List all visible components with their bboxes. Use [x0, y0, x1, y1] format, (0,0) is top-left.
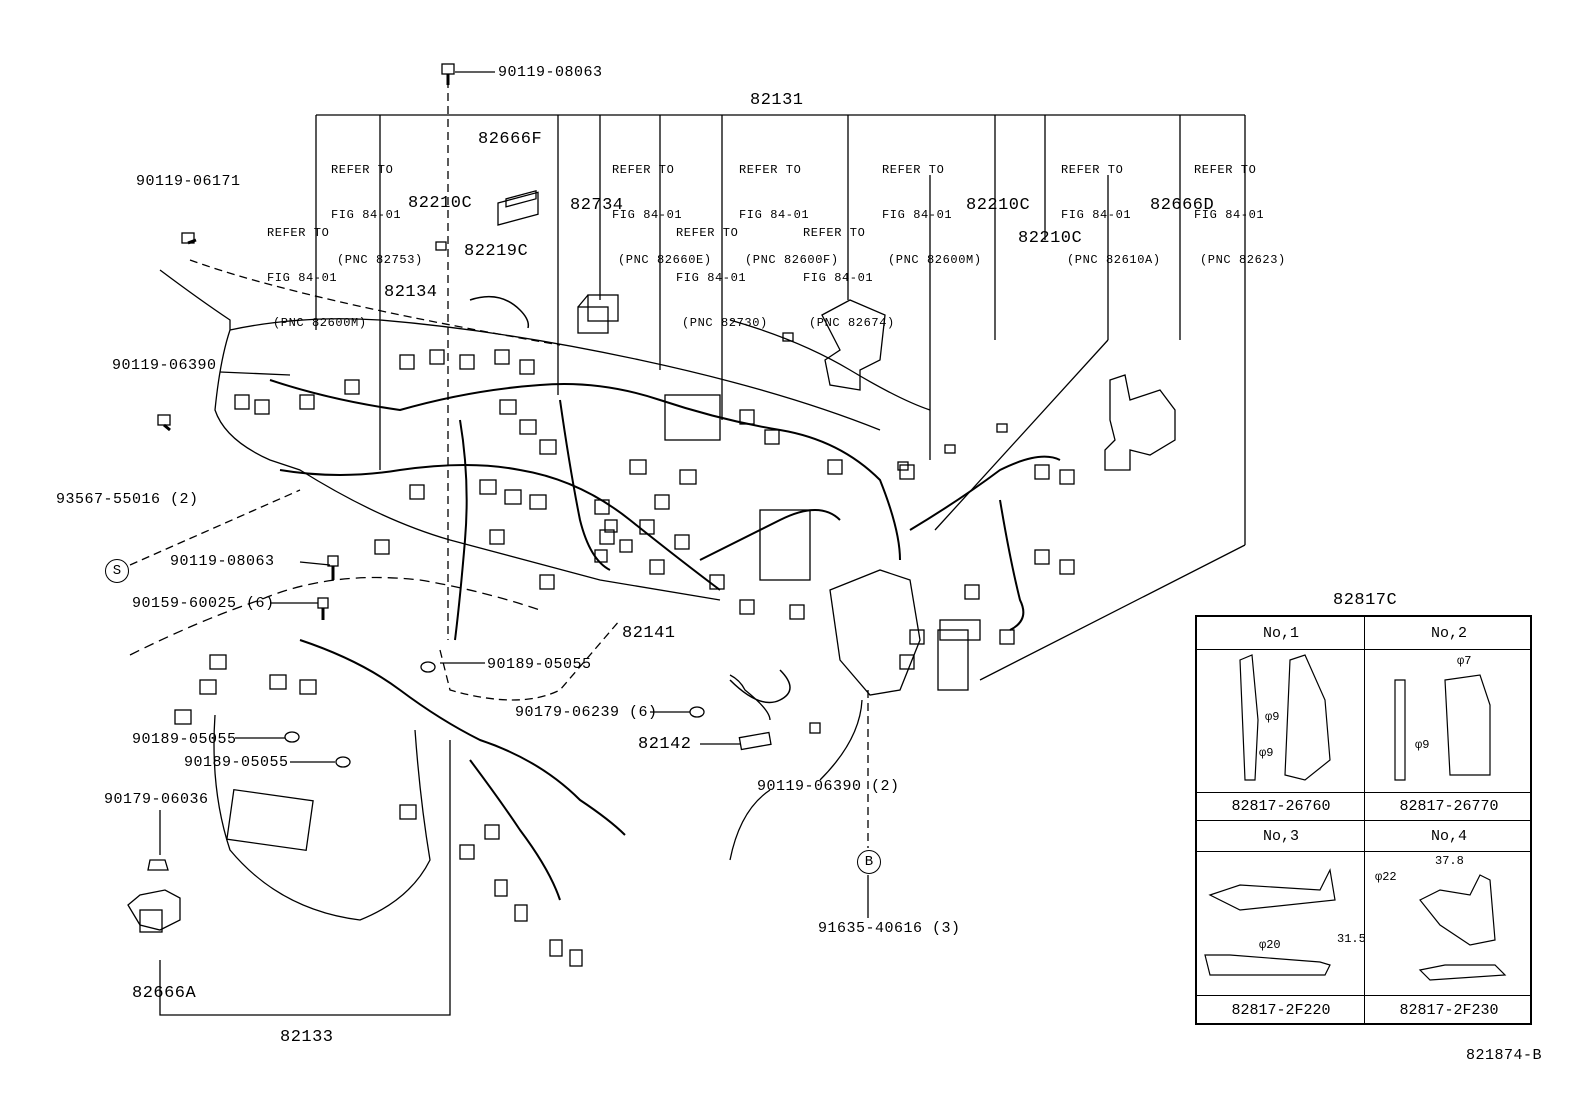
marker-s: S: [105, 559, 129, 583]
refer-line-1: REFER TO: [739, 163, 802, 177]
refer-line-1: REFER TO: [882, 163, 945, 177]
label-90189-05055-b: 90189-05055: [132, 731, 237, 748]
inset-dim: φ20: [1259, 938, 1281, 952]
inset-divider: [1197, 995, 1530, 996]
refer-line-3: (PNC 82753): [337, 253, 423, 267]
label-90119-06171: 90119-06171: [136, 173, 241, 190]
refer-line-1: REFER TO: [803, 226, 866, 240]
refer-callout-82674: REFER TO FIG 84-01 (PNC 82674): [803, 196, 895, 346]
inset-82817C-table: No,1 No,2 82817-26760 82817-26770 No,3 N…: [1195, 615, 1532, 1025]
label-82734: 82734: [570, 196, 624, 215]
refer-line-1: REFER TO: [1194, 163, 1257, 177]
inset-divider: [1197, 792, 1530, 793]
label-90159-60025: 90159-60025 (6): [132, 595, 275, 612]
refer-callout-82600F: REFER TO FIG 84-01 (PNC 82600F): [739, 133, 839, 283]
label-82666F: 82666F: [478, 130, 543, 149]
refer-line-2: FIG 84-01: [612, 208, 683, 222]
label-91635-40616: 91635-40616 (3): [818, 920, 961, 937]
label-82210C-c: 82210C: [1018, 229, 1083, 248]
label-90189-05055-c: 90189-05055: [184, 754, 289, 771]
inset-no-2: No,2: [1430, 625, 1467, 642]
inset-divider: [1197, 851, 1530, 852]
label-90189-05055-a: 90189-05055: [487, 656, 592, 673]
refer-line-3: (PNC 82600M): [888, 253, 982, 267]
label-82210C-b: 82210C: [966, 196, 1031, 215]
label-90179-06239: 90179-06239 (6): [515, 704, 658, 721]
inset-no-3: No,3: [1262, 828, 1299, 845]
label-82219C: 82219C: [464, 242, 529, 261]
label-90119-08063-top: 90119-08063: [498, 64, 603, 81]
refer-line-2: FIG 84-01: [331, 208, 402, 222]
refer-callout-82753: REFER TO FIG 84-01 (PNC 82753): [331, 133, 423, 283]
refer-callout-82600M-left: REFER TO FIG 84-01 (PNC 82600M): [267, 196, 367, 346]
label-90119-08063-mid: 90119-08063: [170, 553, 275, 570]
inset-dim: φ9: [1415, 738, 1430, 752]
refer-line-3: (PNC 82600F): [745, 253, 839, 267]
label-90119-06390-2: 90119-06390 (2): [757, 778, 900, 795]
refer-line-3: (PNC 82610A): [1067, 253, 1161, 267]
label-82666D: 82666D: [1150, 196, 1215, 215]
refer-line-1: REFER TO: [676, 226, 739, 240]
refer-line-2: FIG 84-01: [1194, 208, 1265, 222]
refer-line-1: REFER TO: [267, 226, 330, 240]
label-90119-06390: 90119-06390: [112, 357, 217, 374]
inset-dim: φ22: [1375, 870, 1397, 884]
label-82142: 82142: [638, 735, 692, 754]
refer-line-2: FIG 84-01: [803, 271, 874, 285]
inset-divider: [1197, 820, 1530, 821]
inset-dim: 31.5: [1337, 932, 1366, 946]
inset-part-3: 82817-2F220: [1231, 1002, 1331, 1019]
refer-line-3: (PNC 82730): [682, 316, 768, 330]
refer-line-1: REFER TO: [1061, 163, 1124, 177]
inset-part-1: 82817-26760: [1231, 798, 1331, 815]
inset-no-4: No,4: [1430, 828, 1467, 845]
inset-part-2: 82817-26770: [1399, 798, 1499, 815]
label-82134: 82134: [384, 283, 438, 302]
refer-callout-82623: REFER TO FIG 84-01 (PNC 82623): [1194, 133, 1286, 283]
refer-callout-82730: REFER TO FIG 84-01 (PNC 82730): [676, 196, 768, 346]
refer-line-1: REFER TO: [612, 163, 675, 177]
inset-divider: [1197, 649, 1530, 650]
refer-line-3: (PNC 82660E): [618, 253, 712, 267]
inset-dim: φ9: [1265, 710, 1280, 724]
inset-dim: 37.8: [1435, 854, 1464, 868]
label-82133: 82133: [280, 1028, 334, 1047]
label-82817C: 82817C: [1333, 591, 1398, 610]
label-82666A: 82666A: [132, 984, 197, 1003]
refer-line-3: (PNC 82623): [1200, 253, 1286, 267]
refer-callout-82660E: REFER TO FIG 84-01 (PNC 82660E): [612, 133, 712, 283]
refer-line-2: FIG 84-01: [267, 271, 338, 285]
label-82131: 82131: [750, 91, 804, 110]
refer-callout-82600M-right: REFER TO FIG 84-01 (PNC 82600M): [882, 133, 982, 283]
refer-line-1: REFER TO: [331, 163, 394, 177]
refer-line-2: FIG 84-01: [739, 208, 810, 222]
refer-callout-82610A: REFER TO FIG 84-01 (PNC 82610A): [1061, 133, 1161, 283]
marker-b: B: [857, 850, 881, 874]
refer-line-2: FIG 84-01: [1061, 208, 1132, 222]
refer-line-2: FIG 84-01: [676, 271, 747, 285]
label-82210C-a: 82210C: [408, 194, 473, 213]
refer-line-3: (PNC 82674): [809, 316, 895, 330]
label-93567-55016: 93567-55016 (2): [56, 491, 199, 508]
refer-line-3: (PNC 82600M): [273, 316, 367, 330]
figure-code: 821874-B: [1466, 1047, 1543, 1064]
label-90179-06036: 90179-06036: [104, 791, 209, 808]
inset-no-1: No,1: [1262, 625, 1299, 642]
part-82666F-shape: [497, 189, 539, 226]
label-82141: 82141: [622, 624, 676, 643]
refer-line-2: FIG 84-01: [882, 208, 953, 222]
inset-dim: φ9: [1259, 746, 1274, 760]
inset-part-4: 82817-2F230: [1399, 1002, 1499, 1019]
inset-dim: φ7: [1457, 654, 1472, 668]
